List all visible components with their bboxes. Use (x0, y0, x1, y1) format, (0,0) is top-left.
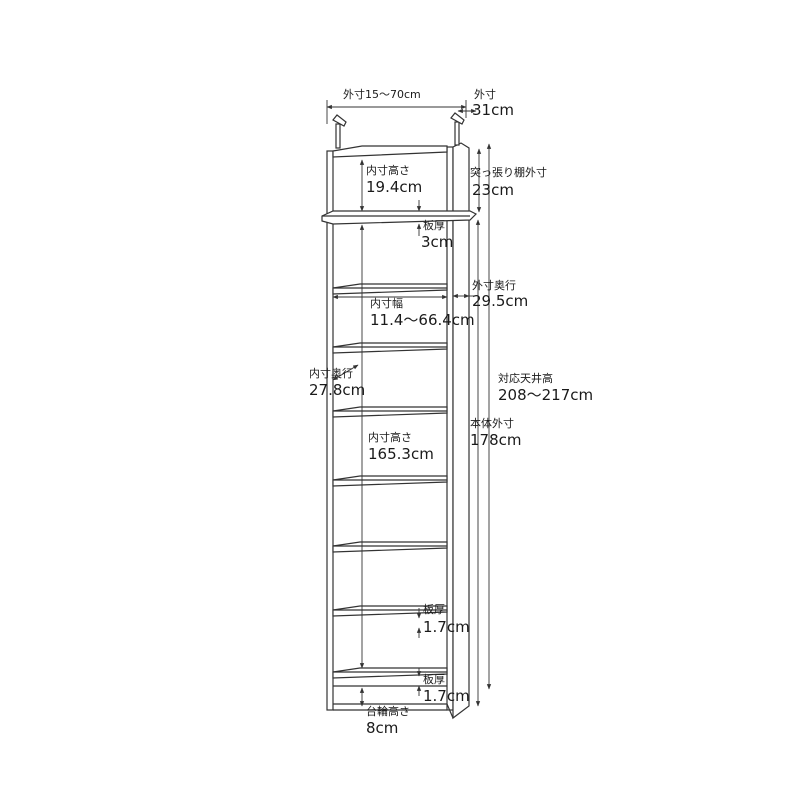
shelf-board (332, 475, 448, 487)
top-board (332, 145, 448, 158)
shelf-board (332, 342, 448, 354)
shelf-thickness-2-value: 1.7cm (423, 687, 470, 705)
strut-shelf-value: 23cm (472, 181, 514, 199)
right-strut-head (450, 112, 465, 125)
body-height-title: 本体外寸 (470, 417, 514, 430)
dimension-lines (326, 100, 492, 707)
top-inner-height-value: 19.4cm (366, 178, 423, 196)
right-side-depth (452, 142, 470, 720)
body-height-value: 178cm (470, 431, 522, 449)
inner-width-value: 11.4〜66.4cm (370, 311, 475, 329)
top-inner-height-title: 内寸高さ (366, 164, 410, 177)
inner-depth-line (332, 364, 359, 381)
outer-depth-value: 29.5cm (472, 292, 529, 310)
shelf-board (332, 406, 448, 418)
outer-depth-top-value: 31cm (472, 101, 514, 119)
outer-width-label: 外寸15〜70cm (343, 88, 421, 101)
shelf-board (332, 667, 448, 679)
inner-height-main-title: 内寸高さ (368, 431, 412, 444)
strut-shelf (321, 210, 478, 225)
thick-shelf-value: 3cm (421, 233, 454, 251)
inner-depth-value: 27.8cm (309, 381, 366, 399)
outer-depth-top-title: 外寸 (474, 88, 496, 101)
inner-height-main-value: 165.3cm (368, 445, 434, 463)
strut-poles (332, 112, 465, 149)
inner-depth-title: 内寸奥行 (309, 367, 353, 380)
shelf-thickness-2-title: 板厚 (423, 673, 445, 686)
outer-depth-title: 外寸奥行 (472, 279, 516, 292)
shelf-thickness-1-title: 板厚 (423, 603, 445, 616)
inner-width-title: 内寸幅 (370, 297, 403, 310)
plinth (333, 685, 454, 719)
left-side-panel (326, 150, 334, 711)
ceiling-height-title: 対応天井高 (498, 372, 553, 385)
ceiling-height-value: 208〜217cm (498, 386, 594, 404)
left-strut-head (332, 114, 347, 127)
strut-shelf-title: 突っ張り棚外寸 (470, 166, 547, 179)
thick-shelf-title: 板厚 (423, 219, 445, 232)
shelf-board (332, 283, 448, 295)
cabinet (326, 142, 470, 720)
left-strut-pole (335, 123, 341, 149)
right-strut-pole (454, 121, 460, 146)
plinth-height-title: 台輪高さ (366, 705, 410, 718)
shelf-thickness-1-value: 1.7cm (423, 618, 470, 636)
plinth-height-value: 8cm (366, 719, 399, 737)
shelf-board (332, 541, 448, 553)
